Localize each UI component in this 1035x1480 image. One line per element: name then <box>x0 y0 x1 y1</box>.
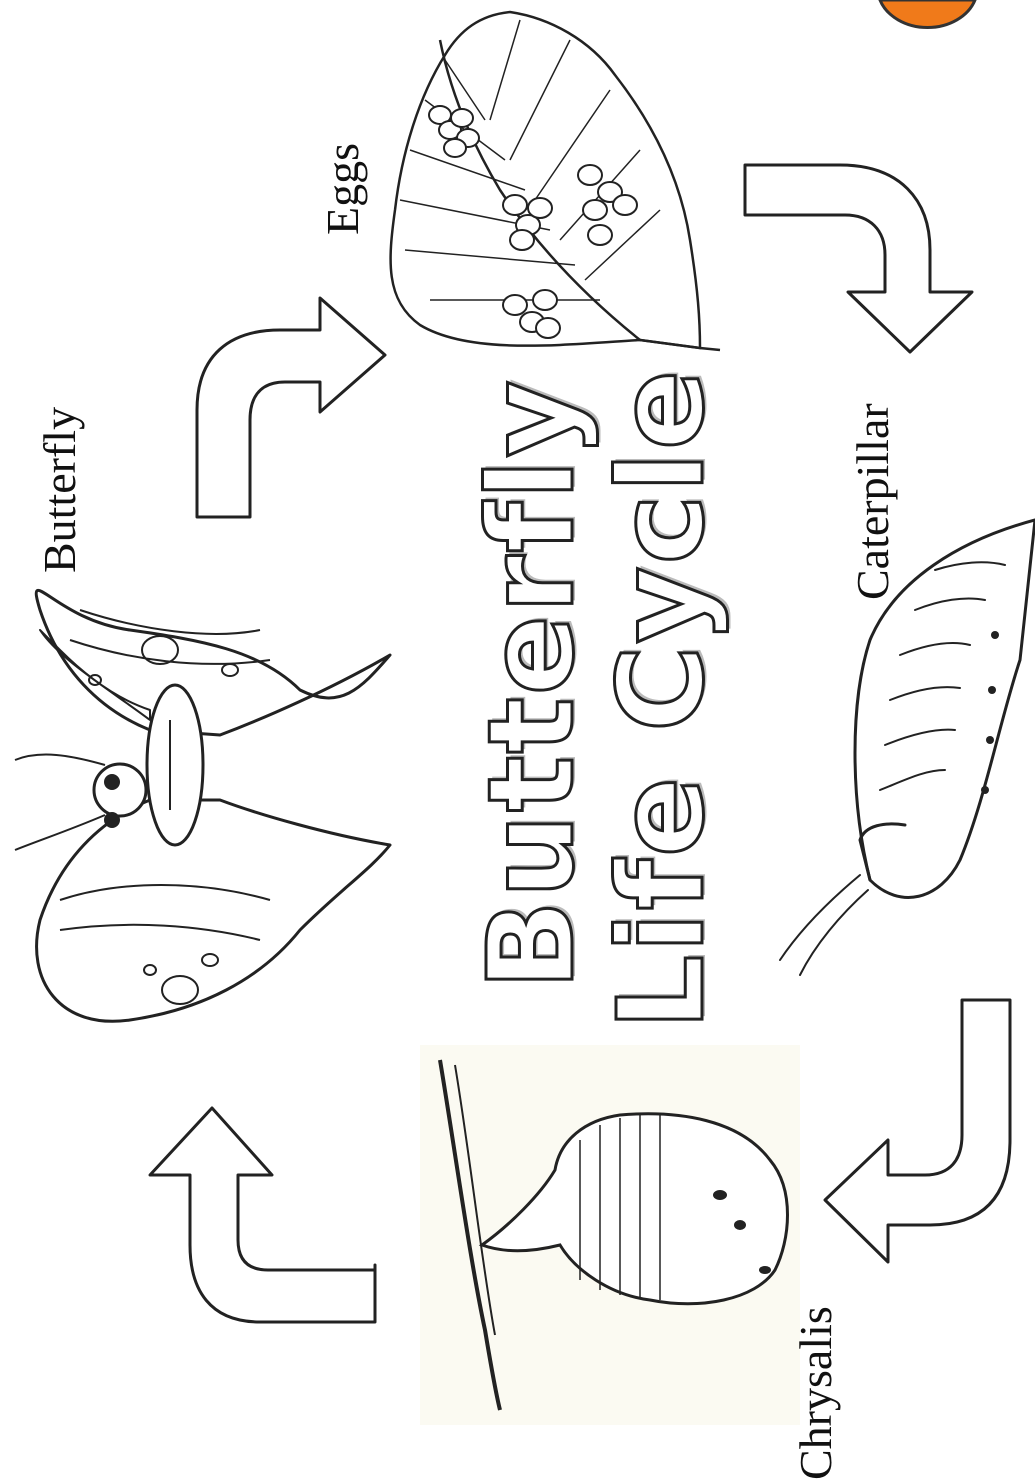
butterfly-eye-left <box>104 774 120 790</box>
butterfly-thorax <box>147 685 203 845</box>
label-caterpillar: Caterpillar <box>850 360 900 600</box>
caterpillar-head <box>860 824 905 880</box>
label-eggs: Eggs <box>320 125 370 235</box>
caterpillar-illustration <box>780 520 1035 975</box>
chrysalis-spot-3 <box>759 1266 771 1274</box>
chrysalis-spot-2 <box>734 1220 746 1230</box>
label-butterfly: Butterfly <box>37 393 87 573</box>
chrysalis-spot-1 <box>713 1190 727 1200</box>
butterfly-illustration <box>15 590 390 1021</box>
butterfly-eye-right <box>104 812 120 828</box>
egg-clusters <box>429 106 637 338</box>
butterfly-head <box>94 764 146 816</box>
arrow-caterpillar-to-chrysalis <box>825 1000 1010 1262</box>
butterfly-lower-wing-bottom <box>37 800 390 1021</box>
title-line-2: Life Cycle <box>602 450 722 1030</box>
caterpillar-antennae <box>780 875 868 975</box>
leaf-stem <box>640 340 720 350</box>
arrow-eggs-to-caterpillar <box>745 165 972 352</box>
title-line-1: Butterfly <box>472 470 592 990</box>
leaf-veins <box>400 20 660 300</box>
label-chrysalis: Chrysalis <box>793 1300 843 1480</box>
arrow-butterfly-to-eggs <box>197 298 385 517</box>
orange-circle-decoration <box>880 0 975 28</box>
arrow-chrysalis-to-butterfly <box>150 1108 375 1322</box>
leaf-with-eggs-illustration <box>391 12 720 350</box>
